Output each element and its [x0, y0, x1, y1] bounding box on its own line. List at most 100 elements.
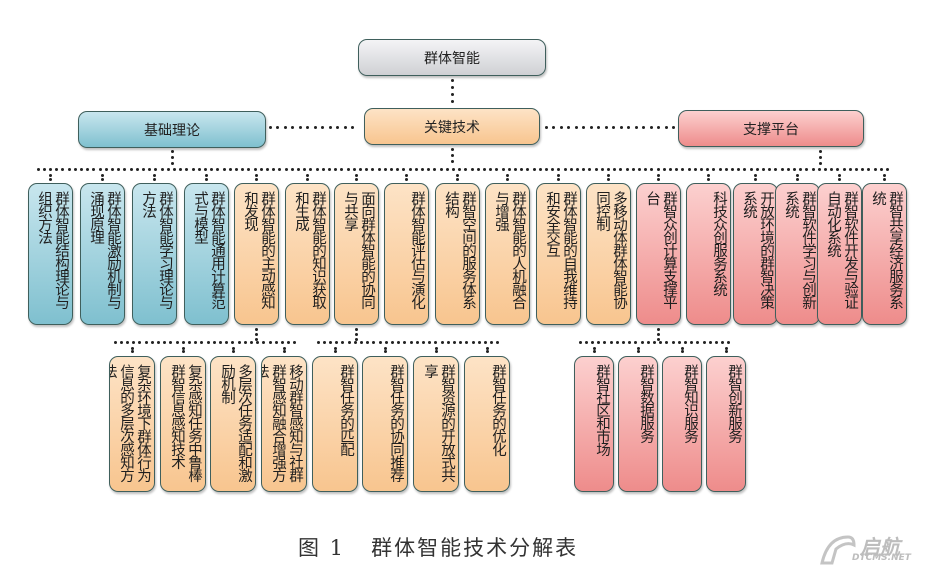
- connector-dot: [434, 340, 438, 344]
- level3-node: 多层次任务适配和激励机制: [210, 356, 256, 492]
- connector-dot: [153, 177, 156, 181]
- level3-label: 群智知识服务: [682, 364, 698, 442]
- category-node-support-platform: 支撑平台: [678, 110, 864, 147]
- level2-node: 群体智能的人机融合与增强: [485, 183, 530, 325]
- connector-dot: [696, 340, 700, 344]
- connector-dot: [590, 340, 594, 344]
- connector-dot: [113, 340, 117, 344]
- connector-dot: [101, 177, 104, 181]
- connector-dot: [403, 340, 407, 344]
- level3-label: 移动群智感知与社群群智感知融合增强方法: [261, 364, 303, 481]
- connector-dot: [166, 167, 170, 171]
- connector-dot: [594, 167, 598, 171]
- connector-dot: [414, 167, 418, 171]
- connector-dot: [799, 167, 803, 171]
- connector-dot: [283, 125, 287, 129]
- connector-dot: [450, 92, 454, 96]
- connector-dot: [687, 167, 691, 171]
- connector-dot: [396, 167, 400, 171]
- connector-dot: [49, 173, 52, 177]
- connector-dot: [366, 340, 370, 344]
- connector-dot: [450, 78, 454, 82]
- connector-dot: [200, 340, 204, 344]
- connector-dot: [420, 167, 424, 171]
- connector-dot: [761, 167, 765, 171]
- connector-dot: [293, 340, 297, 344]
- connector-dot: [885, 167, 889, 171]
- connector-dot: [372, 340, 376, 344]
- level2-node: 群体智能结构理论与组织方法: [28, 183, 73, 325]
- connector-dot: [73, 167, 77, 171]
- level2-node: 群智众创计算支撑平台: [636, 183, 681, 325]
- connector-dot: [485, 346, 489, 350]
- connector-dot: [464, 167, 468, 171]
- connector-dot: [786, 167, 790, 171]
- level3-node: 群智任务的优化: [464, 356, 510, 492]
- connector-dot: [607, 177, 610, 181]
- connector-dot: [334, 167, 338, 171]
- level3-node: 群智任务的匹配: [312, 356, 358, 492]
- category-node-basic-theory: 基础理论: [78, 111, 266, 148]
- connector-dot: [677, 340, 681, 344]
- connector-dot: [170, 155, 174, 159]
- level2-node: 开放环境的群智决策系统: [733, 183, 778, 325]
- level3-node: 群智数据服务: [618, 356, 658, 492]
- connector-dot: [48, 167, 52, 171]
- connector-dot: [559, 125, 563, 129]
- connector-dot: [79, 167, 83, 171]
- connector-dot: [817, 167, 821, 171]
- level2-node: 群体智能的主动感知和发现: [234, 183, 279, 325]
- connector-dot: [811, 167, 815, 171]
- level2-node: 群体智能评估与演化: [384, 183, 429, 325]
- connector-dot: [358, 167, 362, 171]
- connector-dot: [557, 167, 561, 171]
- connector-dot: [792, 167, 796, 171]
- watermark-logo: 启航 DTCMS.NET: [818, 529, 914, 569]
- connector-dot: [347, 340, 351, 344]
- level3-node: 群智知识服务: [662, 356, 702, 492]
- connector-dot: [867, 167, 871, 171]
- connector-dot: [110, 167, 114, 171]
- connector-dot: [665, 340, 669, 344]
- connector-dot: [262, 340, 266, 344]
- connector-dot: [231, 346, 235, 350]
- connector-dot: [873, 167, 877, 171]
- connector-dot: [451, 167, 455, 171]
- connector-dot: [724, 349, 728, 353]
- connector-dot: [721, 340, 725, 344]
- connector-dot: [657, 177, 660, 181]
- connector-dot: [61, 167, 65, 171]
- level2-label: 群体智能学习理论与方法: [140, 191, 173, 308]
- connector-dot: [569, 167, 573, 171]
- connector-dot: [119, 340, 123, 344]
- connector-dot: [606, 167, 610, 171]
- connector-dot: [222, 167, 226, 171]
- connector-dot: [439, 167, 443, 171]
- level2-label: 群智空间的服务体系结构: [443, 191, 476, 308]
- connector-dot: [253, 167, 257, 171]
- connector-dot: [434, 346, 438, 350]
- connector-dot: [290, 167, 294, 171]
- figure-caption: 图 1 群体智能技术分解表: [298, 532, 578, 562]
- connector-dot: [450, 99, 454, 103]
- level3-label: 群智资源的开放式共享: [422, 364, 455, 481]
- category-label: 基础理论: [144, 122, 200, 139]
- connector-dot: [706, 167, 710, 171]
- connector-dot: [592, 346, 596, 350]
- connector-dot: [333, 349, 337, 353]
- connector-dot: [465, 340, 469, 344]
- connector-dot: [132, 340, 136, 344]
- connector-dot: [636, 346, 640, 350]
- level2-node: 群智软件开发与验证自动化系统: [817, 183, 862, 325]
- connector-dot: [879, 167, 883, 171]
- connector-dot: [353, 340, 357, 344]
- category-label: 关键技术: [424, 119, 480, 136]
- level2-label: 群体智能激励机制与涌现原理: [88, 191, 121, 308]
- connector-dot: [730, 167, 734, 171]
- connector-dot: [144, 340, 148, 344]
- connector-dot: [672, 125, 675, 129]
- level2-node: 群智共享经济服务系统: [862, 183, 907, 325]
- connector-dot: [646, 340, 650, 344]
- connector-dot: [359, 340, 363, 344]
- connector-dot: [830, 167, 834, 171]
